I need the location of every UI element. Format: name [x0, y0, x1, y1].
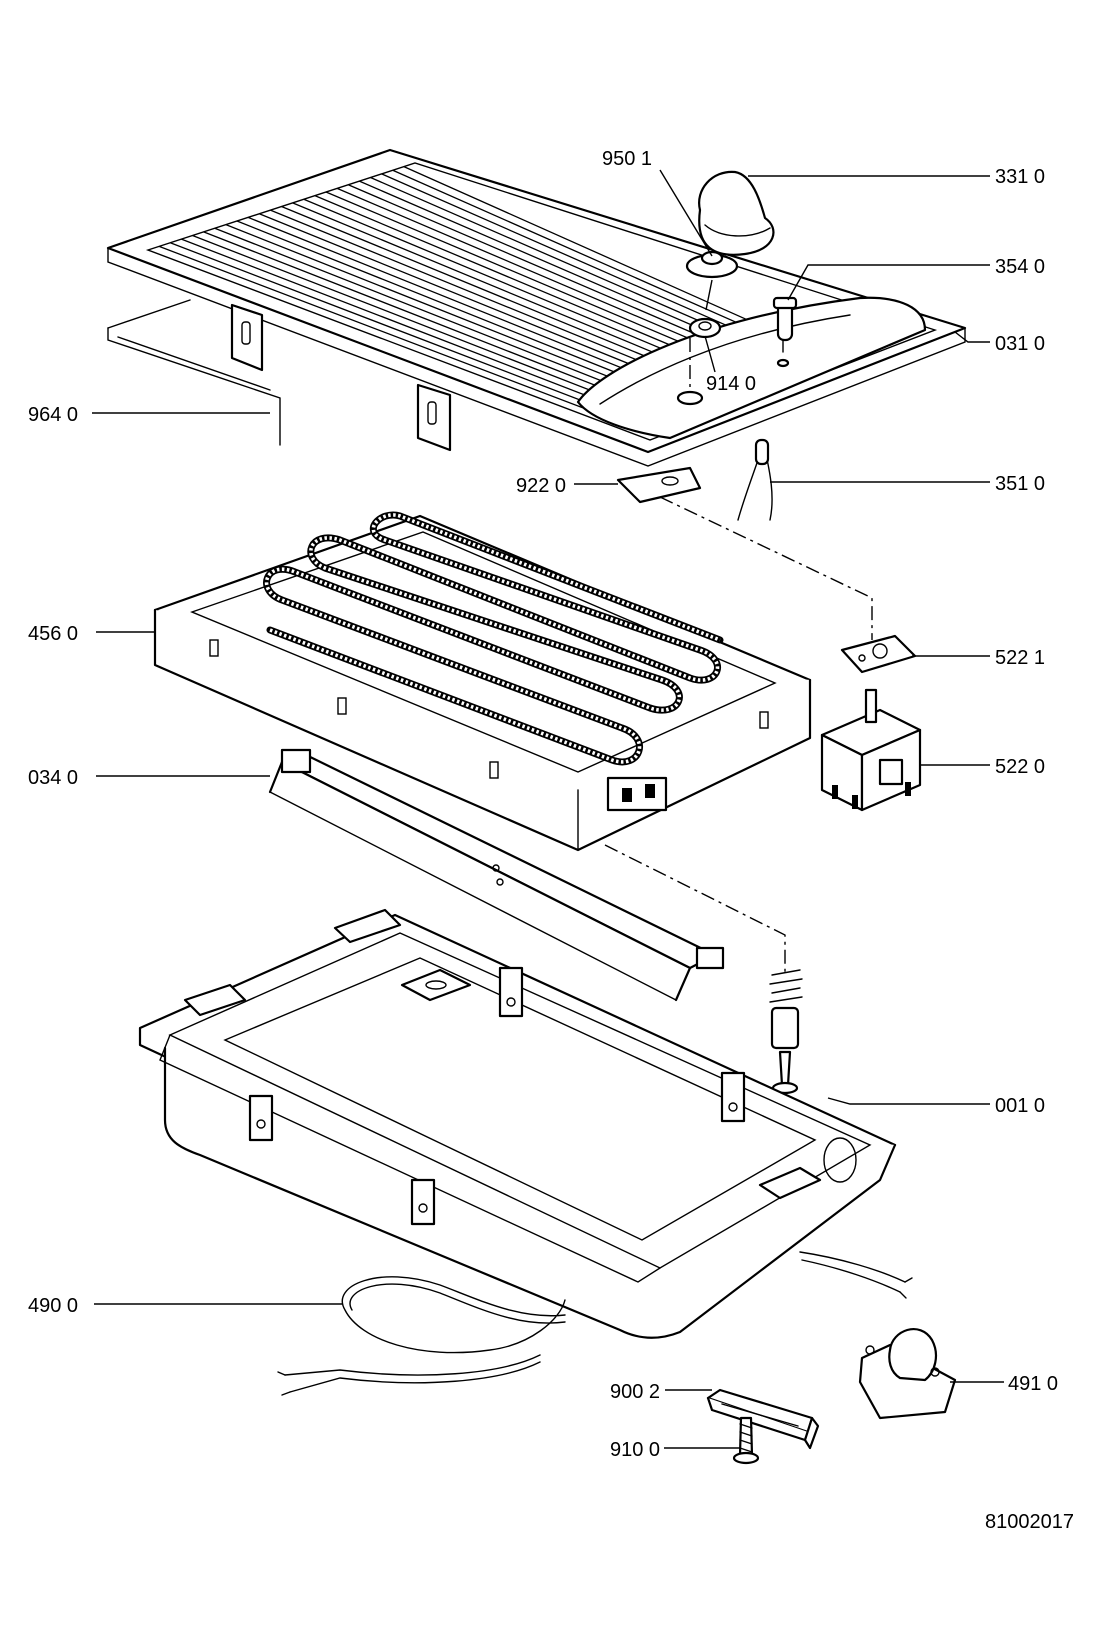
- callout-001-0: 001 0: [995, 1095, 1045, 1117]
- pilot-lamp: [772, 296, 798, 353]
- drawing-number: 81002017: [985, 1511, 1074, 1533]
- callouts: 950 1 331 0 354 0 031 0 914 0 964 0 922 …: [28, 148, 1058, 1461]
- bushing: [688, 317, 722, 390]
- callout-331-0: 331 0: [995, 166, 1045, 188]
- spring-spacer-screw: [769, 969, 803, 1095]
- callout-034-0: 034 0: [28, 767, 78, 789]
- thermal-fuse: [840, 634, 917, 674]
- callout-522-1: 522 1: [995, 647, 1045, 669]
- callout-354-0: 354 0: [995, 256, 1045, 278]
- callout-522-0: 522 0: [995, 756, 1045, 778]
- grill-rib: [158, 245, 659, 438]
- callout-900-2: 900 2: [610, 1381, 660, 1403]
- mains-cable: [277, 1251, 913, 1396]
- knob-adapter: [685, 250, 739, 311]
- assembly-lines: [604, 496, 873, 975]
- control-knob: [698, 170, 775, 256]
- heating-element-tray: [153, 511, 812, 852]
- terminal-block: [858, 1328, 957, 1420]
- bottom-housing: [138, 908, 897, 1339]
- callout-351-0: 351 0: [995, 473, 1045, 495]
- callout-910-0: 910 0: [610, 1439, 660, 1461]
- callout-914-0: 914 0: [706, 373, 756, 395]
- grill-plate: [106, 148, 967, 467]
- callout-491-0: 491 0: [1008, 1373, 1058, 1395]
- support-bracket: [268, 748, 725, 1002]
- callout-456-0: 456 0: [28, 623, 78, 645]
- retaining-clip: [706, 1388, 820, 1450]
- callout-964-0: 964 0: [28, 404, 78, 426]
- gasket-frame: [107, 299, 281, 446]
- callout-031-0: 031 0: [995, 333, 1045, 355]
- callout-490-0: 490 0: [28, 1295, 78, 1317]
- callout-950-1: 950 1: [602, 148, 652, 170]
- mounting-plate: [616, 466, 702, 504]
- thermostat: [820, 688, 922, 812]
- screw: [732, 1416, 760, 1465]
- lamp-wire: [737, 438, 773, 521]
- callout-922-0: 922 0: [516, 475, 566, 497]
